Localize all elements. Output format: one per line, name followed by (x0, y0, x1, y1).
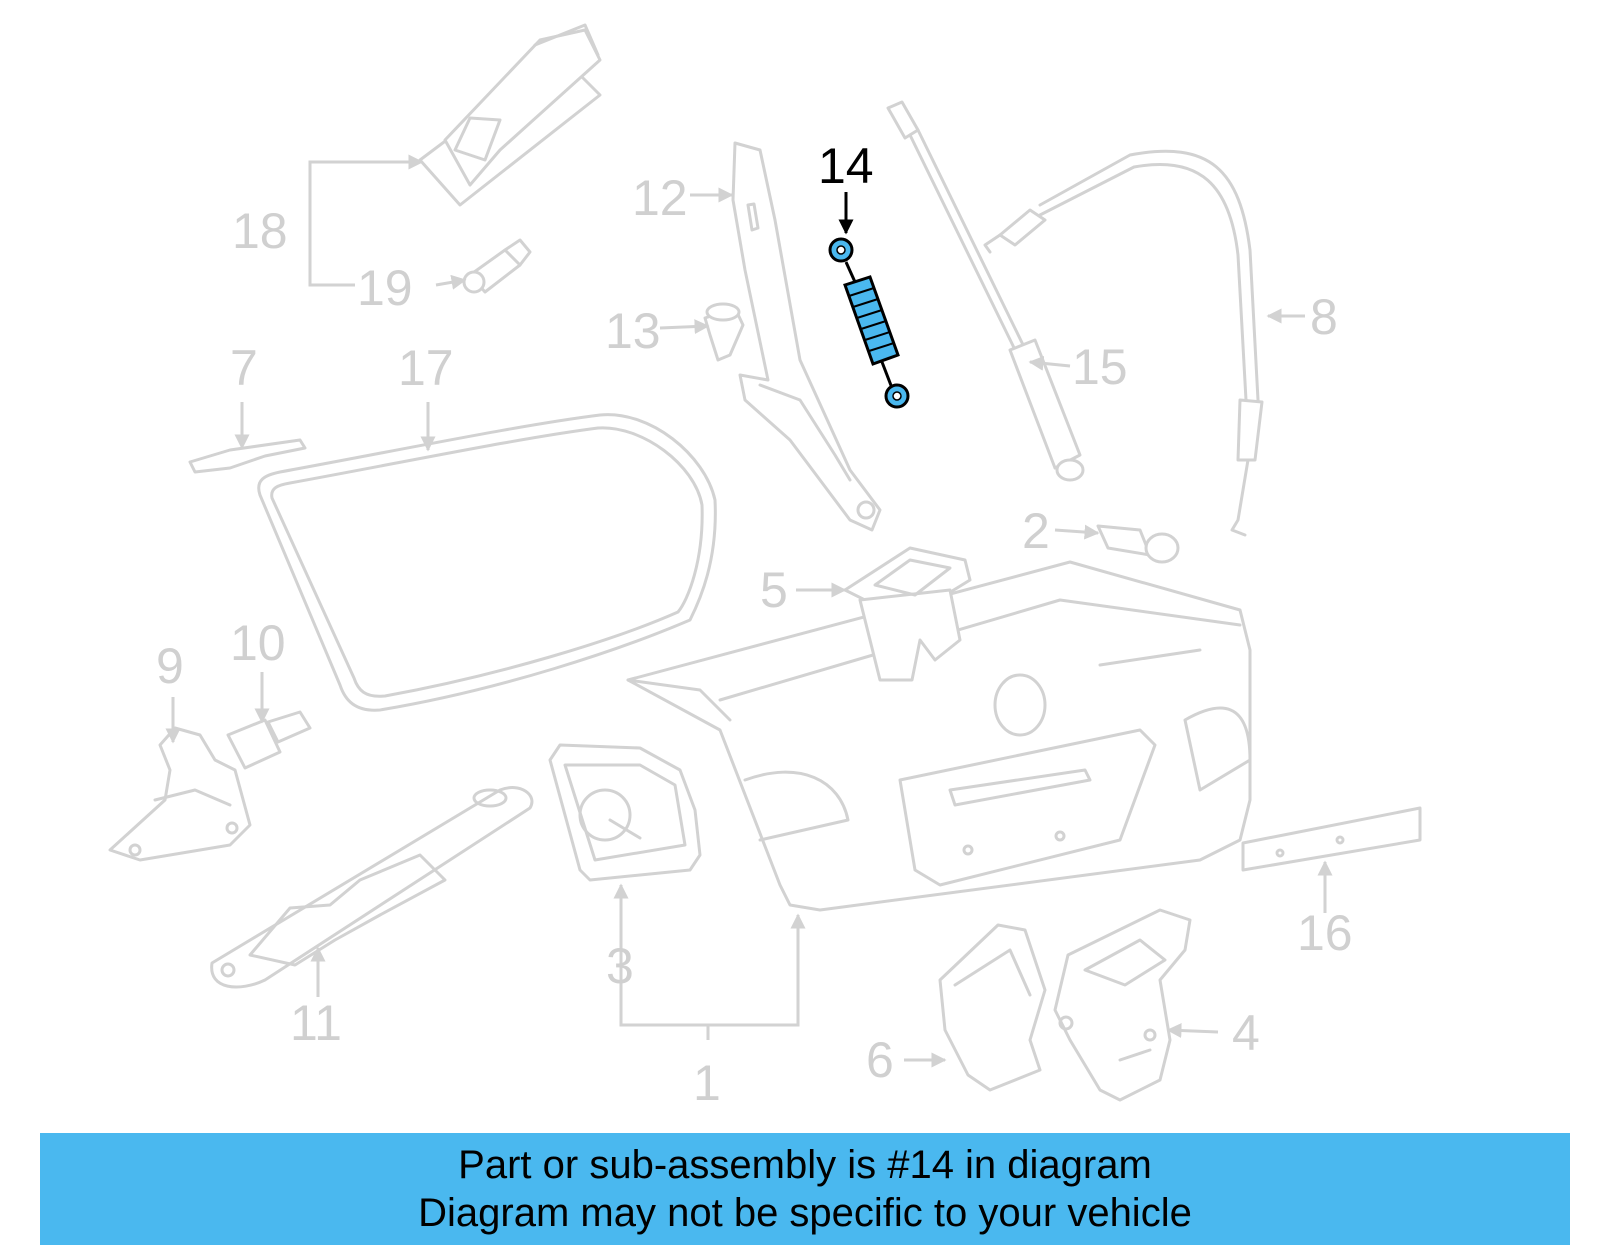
part-5-module (843, 546, 972, 682)
callout-12: 12 (632, 170, 688, 226)
callout-7: 7 (230, 340, 258, 396)
part-8-cable (983, 149, 1264, 537)
callout-19: 19 (357, 260, 413, 316)
part-12-hinge (731, 141, 882, 532)
part-19-bulb (462, 238, 532, 294)
callout-17: 17 (398, 340, 454, 396)
callout-9: 9 (156, 638, 184, 694)
callout-13: 13 (605, 303, 661, 359)
callout-14[interactable]: 14 (818, 138, 874, 194)
leader-lines (165, 154, 1333, 1068)
callout-3: 3 (606, 938, 634, 994)
callout-5: 5 (760, 562, 788, 618)
callout-16: 16 (1297, 905, 1353, 961)
part-14-spring[interactable] (828, 237, 910, 409)
part-4-latch (1053, 908, 1192, 1102)
part-1-trunk-lid (626, 560, 1252, 912)
part-13-clip (703, 302, 745, 362)
callout-4: 4 (1232, 1005, 1260, 1061)
part-11-garnish (210, 786, 534, 989)
part-7-clip (188, 438, 307, 474)
callout-15: 15 (1072, 339, 1128, 395)
callout-18: 18 (232, 203, 288, 259)
caption-line-2: Diagram may not be specific to your vehi… (418, 1191, 1192, 1235)
part-2-switch (1096, 524, 1180, 564)
part-9-latch (108, 726, 252, 862)
caption-line-1: Part or sub-assembly is #14 in diagram (458, 1143, 1152, 1187)
callout-6: 6 (866, 1032, 894, 1088)
callout-11: 11 (290, 995, 342, 1051)
part-15-strut (886, 100, 1085, 482)
callouts: 18 19 12 14 13 15 8 7 17 2 5 9 10 16 3 1… (156, 138, 1353, 1111)
part-17-weatherstrip (257, 413, 717, 712)
caption-bar: Part or sub-assembly is #14 in diagram D… (40, 1133, 1570, 1245)
callout-8: 8 (1310, 289, 1338, 345)
part-18-license-lamp (418, 23, 602, 207)
callout-10: 10 (230, 615, 286, 671)
part-6-cover (938, 923, 1047, 1092)
part-10-sensor (226, 710, 312, 770)
part-3-lamp (548, 743, 702, 882)
callout-1: 1 (693, 1055, 721, 1111)
callout-2: 2 (1022, 503, 1050, 559)
part-16-strip (1241, 806, 1422, 872)
